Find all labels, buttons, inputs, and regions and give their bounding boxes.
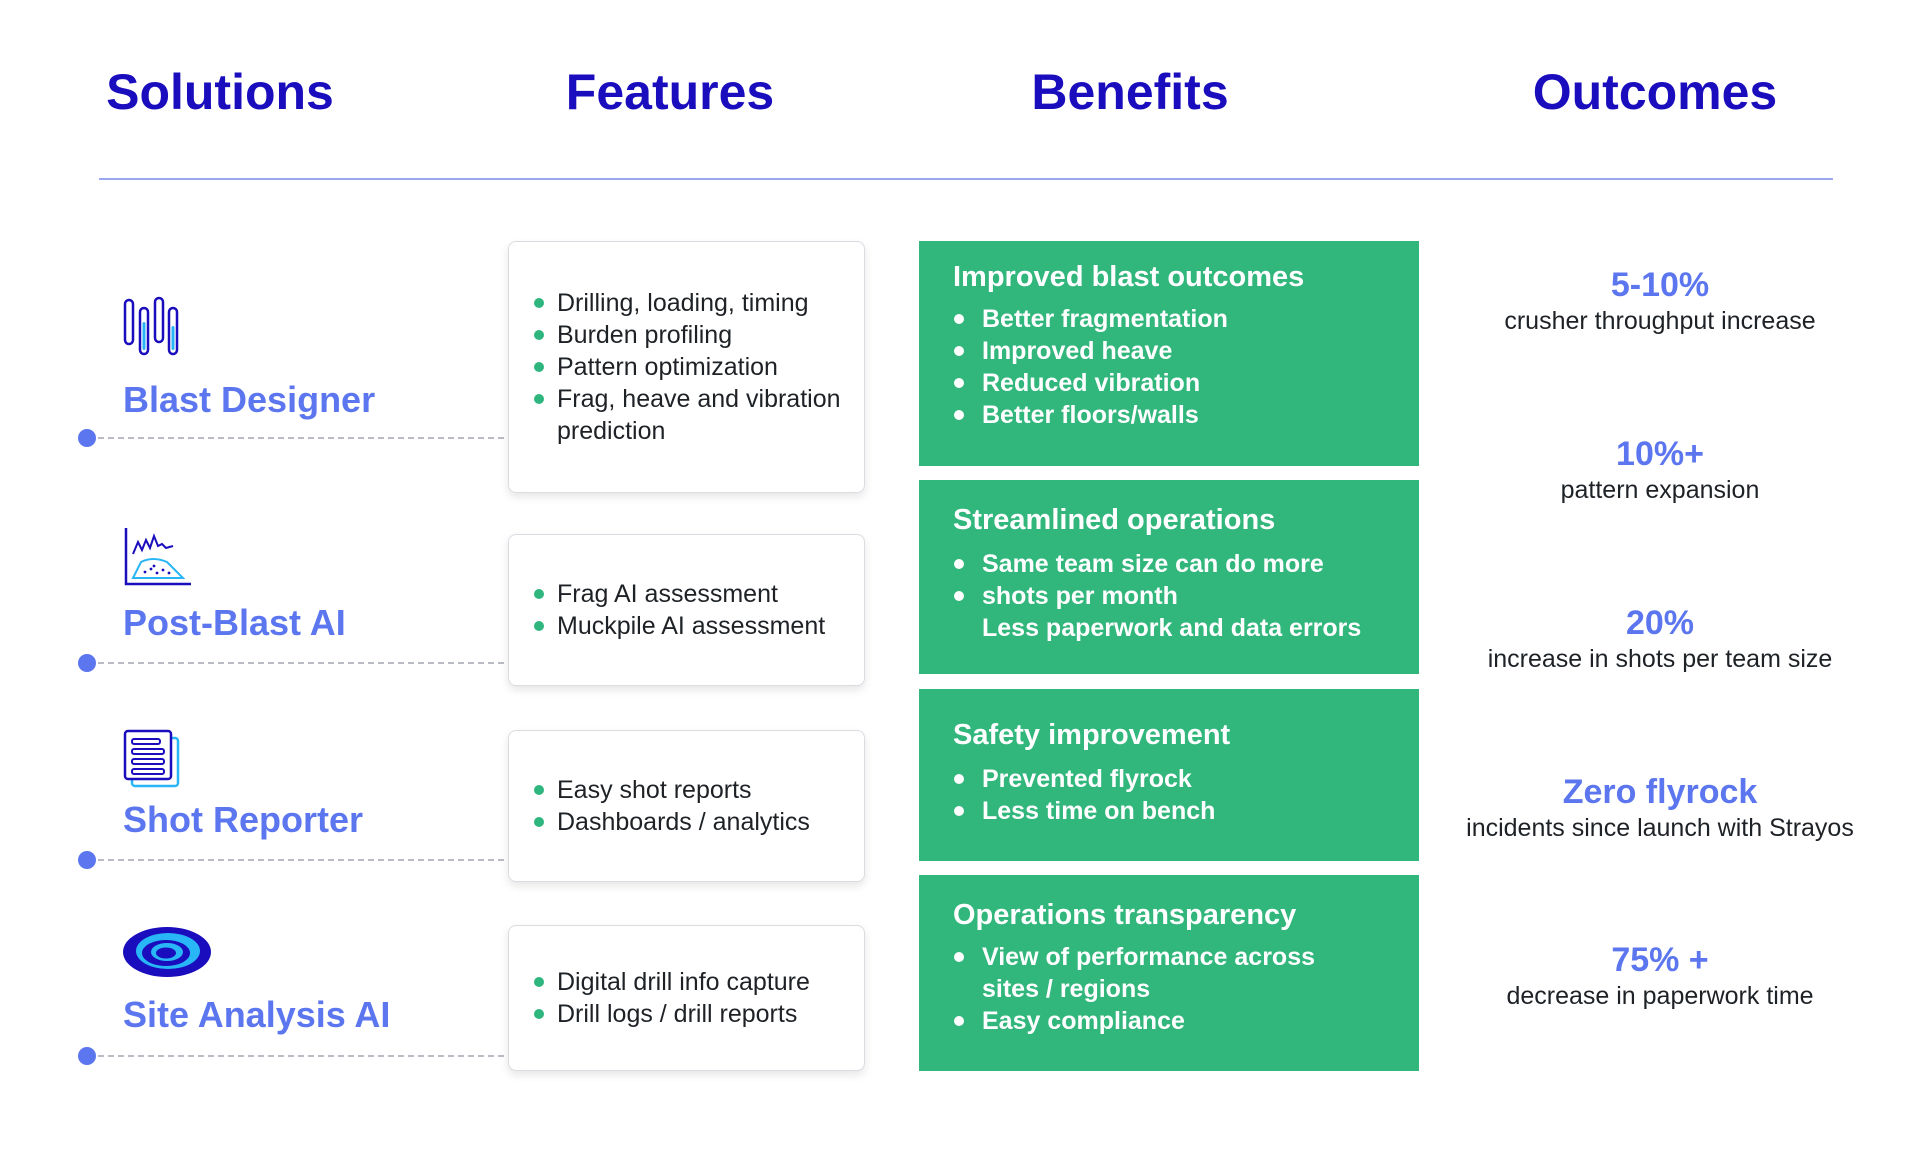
benefit-title: Safety improvement	[953, 719, 1231, 751]
feature-item: Burden profiling	[528, 319, 841, 351]
outcomes-header: Outcomes	[1532, 64, 1778, 120]
benefit-item: Easy compliance	[953, 1005, 1395, 1037]
outcome-value: 75% +	[1611, 941, 1709, 979]
feature-item: Pattern optimization	[528, 351, 841, 383]
benefit-box-improved-blast-outcomes: Improved blast outcomes Better fragmenta…	[919, 241, 1419, 466]
benefit-title: Improved blast outcomes	[953, 261, 1305, 293]
benefits-header: Benefits	[1031, 64, 1229, 120]
connector-line	[98, 437, 504, 439]
outcome-value: 5-10%	[1610, 266, 1710, 304]
outcome-description: increase in shots per team size	[1487, 645, 1833, 673]
report-document-icon	[123, 729, 181, 794]
connector-dot	[78, 654, 96, 672]
solutions-header: Solutions	[106, 64, 334, 120]
connector-line	[98, 1055, 504, 1057]
feature-item: Drilling, loading, timing	[528, 287, 841, 319]
connector-dot	[78, 429, 96, 447]
benefit-item-continued: sites / regions	[982, 975, 1151, 1003]
outcome-crusher-throughput: 5-10% crusher throughput increase	[1450, 265, 1870, 337]
outcome-description: pattern expansion	[1560, 476, 1760, 504]
benefit-box-operations-transparency: Operations transparency View of performa…	[919, 875, 1419, 1071]
solution-name-shot-reporter: Shot Reporter	[123, 799, 364, 840]
outcome-value: 10%+	[1616, 435, 1704, 473]
outcome-paperwork-time: 75% + decrease in paperwork time	[1450, 940, 1870, 1012]
benefit-title: Operations transparency	[953, 899, 1297, 931]
feature-item: Dashboards / analytics	[528, 806, 810, 838]
outcome-pattern-expansion: 10%+ pattern expansion	[1450, 434, 1870, 506]
benefit-box-streamlined-operations: Streamlined operations Same team size ca…	[919, 480, 1419, 674]
feature-card-blast-designer: Drilling, loading, timing Burden profili…	[508, 241, 865, 493]
benefit-item: View of performance across	[953, 941, 1395, 973]
benefit-item: Prevented flyrock	[953, 763, 1395, 795]
feature-card-post-blast-ai: Frag AI assessment Muckpile AI assessmen…	[508, 534, 865, 686]
feature-item: Frag, heave and vibration	[528, 383, 841, 415]
connector-dot	[78, 1047, 96, 1065]
feature-card-shot-reporter: Easy shot reports Dashboards / analytics	[508, 730, 865, 882]
header-divider	[99, 178, 1833, 180]
solution-name-site-analysis-ai: Site Analysis AI	[123, 994, 391, 1035]
outcome-description: decrease in paperwork time	[1506, 982, 1814, 1010]
benefit-title: Streamlined operations	[953, 504, 1276, 536]
benefit-item: Better floors/walls	[953, 399, 1395, 431]
outcome-value: 20%	[1625, 604, 1695, 642]
feature-item: Muckpile AI assessment	[528, 610, 825, 642]
outcome-description: crusher throughput increase	[1504, 307, 1816, 335]
benefit-item-continued: Less paperwork and data errors	[982, 614, 1362, 642]
feature-item: Frag AI assessment	[528, 578, 825, 610]
feature-item: Easy shot reports	[528, 774, 810, 806]
outcome-shots-per-team: 20% increase in shots per team size	[1450, 603, 1870, 675]
feature-item: Digital drill info capture	[528, 966, 810, 998]
solution-name-blast-designer: Blast Designer	[123, 379, 376, 420]
benefit-item: shots per month	[953, 580, 1395, 612]
blast-designer-icon	[122, 296, 186, 365]
benefit-box-safety-improvement: Safety improvement Prevented flyrock Les…	[919, 689, 1419, 861]
connector-line	[98, 859, 504, 861]
benefit-item: Better fragmentation	[953, 303, 1395, 335]
benefit-item: Same team size can do more	[953, 548, 1395, 580]
benefit-item: Improved heave	[953, 335, 1395, 367]
outcome-description: incidents since launch with Strayos	[1466, 814, 1854, 842]
connector-line	[98, 662, 504, 664]
site-analysis-eye-icon	[122, 926, 212, 983]
connector-dot	[78, 851, 96, 869]
feature-item: Drill logs / drill reports	[528, 998, 810, 1030]
feature-item-continued: prediction	[557, 417, 666, 445]
features-header: Features	[565, 64, 775, 120]
feature-card-site-analysis-ai: Digital drill info capture Drill logs / …	[508, 925, 865, 1071]
benefit-item: Reduced vibration	[953, 367, 1395, 399]
benefit-item: Less time on bench	[953, 795, 1395, 827]
post-blast-chart-icon	[123, 526, 193, 593]
solution-name-post-blast-ai: Post-Blast AI	[123, 602, 346, 643]
outcome-zero-flyrock: Zero flyrock incidents since launch with…	[1450, 772, 1870, 844]
outcome-value: Zero flyrock	[1562, 773, 1758, 811]
